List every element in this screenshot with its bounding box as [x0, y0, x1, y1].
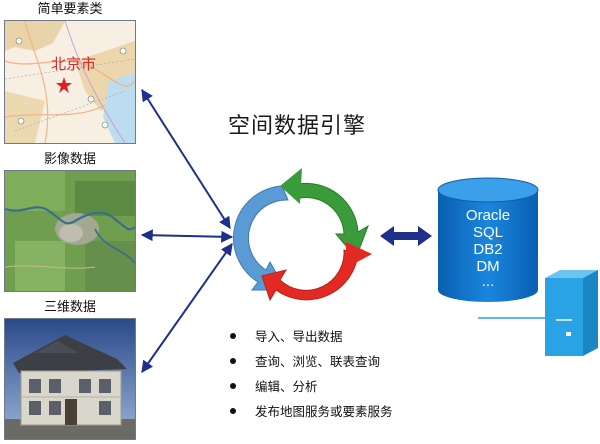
db-label-sql: SQL: [472, 224, 503, 241]
3d-panel-title: 三维数据: [43, 300, 96, 315]
imagery-panel: [4, 170, 136, 292]
feature-item-query: 查询、浏览、联表查询: [228, 353, 393, 378]
database-cylinder-icon: [437, 177, 539, 302]
feature-item-edit-analyze: 编辑、分析: [228, 378, 393, 403]
feature-item-import-export: 导入、导出数据: [228, 328, 393, 353]
feature-list: 导入、导出数据 查询、浏览、联表查询 编辑、分析 发布地图服务或要素服务: [228, 328, 393, 428]
map-city-label: 北京市: [51, 55, 96, 73]
3d-to-engine-arrow: [141, 243, 233, 373]
engine-title: 空间数据引擎: [228, 114, 367, 139]
server-icon: [478, 270, 598, 356]
db-label-dm: DM: [476, 258, 500, 275]
vector-map-panel: 北京市: [4, 20, 136, 144]
3d-house-model: [5, 319, 135, 439]
db-label-oracle: Oracle: [465, 207, 511, 224]
vector-map-image: 北京市: [5, 21, 135, 143]
engine-db-double-arrow: [380, 226, 432, 246]
imagery-to-engine-arrow: [140, 229, 234, 243]
capital-star-icon: [56, 77, 72, 93]
satellite-image: [5, 171, 135, 291]
vector-to-engine-arrow: [141, 88, 231, 230]
imagery-panel-title: 影像数据: [43, 152, 96, 167]
vector-panel-title: 简单要素类: [37, 2, 103, 17]
cycle-arrows-icon: [233, 168, 372, 302]
db-label-db2: DB2: [473, 241, 503, 258]
db-label-more: ...: [481, 273, 495, 290]
3d-model-panel: [4, 318, 136, 440]
feature-item-publish: 发布地图服务或要素服务: [228, 403, 393, 428]
